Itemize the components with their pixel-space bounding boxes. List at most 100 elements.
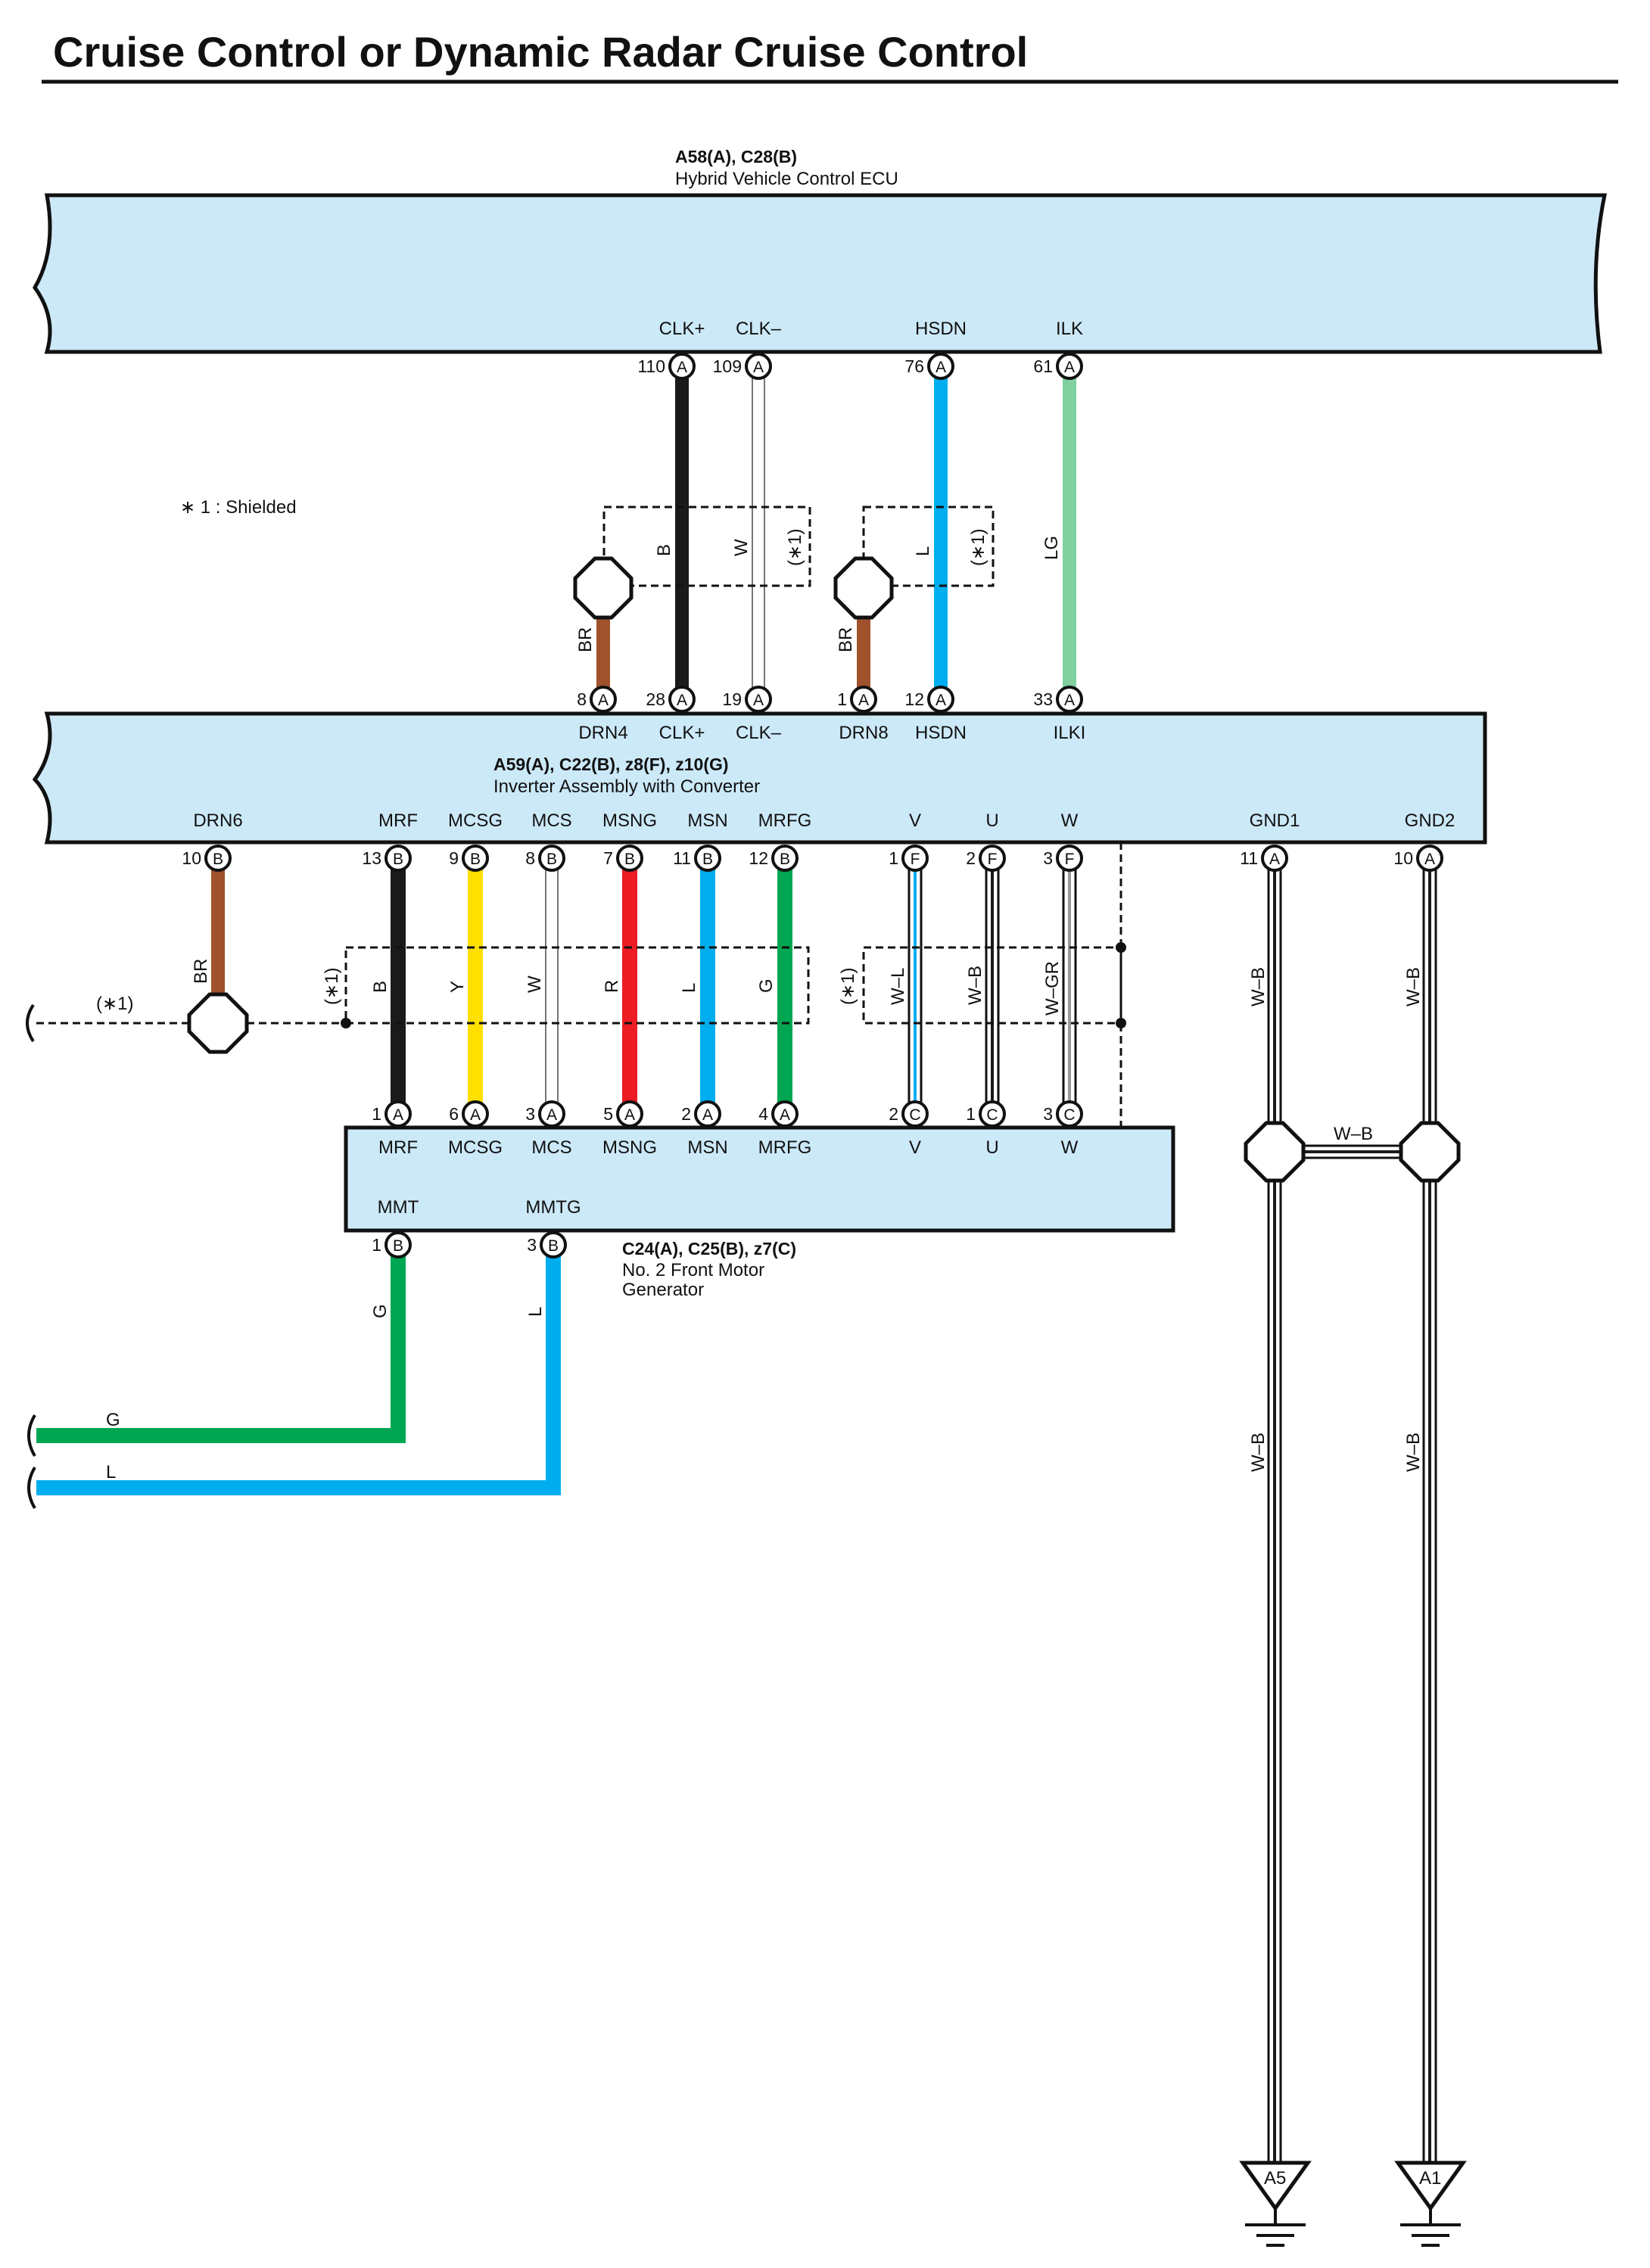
wire-u [985, 867, 1000, 1112]
pin-number: 61 [1033, 356, 1053, 376]
motor-code: C24(A), C25(B), z7(C) [622, 1239, 796, 1258]
wire-label-ilk: LG [1041, 536, 1062, 560]
pin-label: MRF [378, 810, 418, 831]
pin-connector-letter: A [1269, 851, 1280, 868]
wire-label-mmt: G [370, 1304, 391, 1318]
pin-circle [538, 845, 565, 872]
pin-label: V [909, 810, 921, 831]
pin-number: 9 [449, 848, 459, 868]
pin-circle [462, 845, 489, 872]
pin-circle [616, 845, 643, 872]
pin-circle [927, 353, 954, 380]
pin-number: 28 [646, 689, 665, 709]
pin-circle [901, 1100, 929, 1128]
wire-mcs [545, 868, 559, 1112]
pin-circle [384, 1231, 412, 1258]
wire-label-msn: L [679, 983, 699, 993]
pin-label: W [1061, 810, 1079, 831]
pin-label: MSN [687, 1137, 727, 1158]
pin-number: 2 [889, 1104, 898, 1124]
pin-circle [745, 353, 772, 380]
pin-connector-letter: B [548, 1237, 559, 1255]
pin-connector-letter: A [677, 692, 687, 709]
shield-node-phase-top [1116, 942, 1126, 953]
pin-label: MSNG [602, 1137, 657, 1158]
motor-top-pin-V: C2V [889, 1100, 929, 1158]
pin-connector-letter: A [753, 692, 764, 709]
shield-box-clk [602, 506, 811, 587]
pin-circle [771, 845, 799, 872]
inv-bot-pin-W: F3W [1043, 810, 1083, 872]
drain-junction-drn6 [187, 992, 249, 1054]
shield-note: ∗ 1 : Shielded [180, 497, 297, 518]
pin-label: V [909, 1137, 921, 1158]
wire-label-clk-plus: B [654, 544, 674, 556]
pin-connector-letter: A [1064, 359, 1075, 376]
pin-circle [1056, 686, 1083, 713]
pin-circle [771, 1100, 799, 1128]
wire-clk-minus [752, 374, 765, 698]
pin-label: MSN [687, 810, 727, 831]
pin-connector-letter: A [780, 1106, 790, 1124]
shield-box-hsdn [862, 506, 995, 587]
wire-label-drn8: BR [836, 627, 856, 652]
pin-number: 1 [372, 1235, 381, 1255]
pin-label: HSDN [915, 319, 967, 339]
pin-connector-letter: A [677, 359, 687, 376]
wire-label-gnd2: W–B [1403, 967, 1424, 1006]
wire-label-mrfg: G [756, 978, 777, 993]
ground-symbol-a1 [1394, 2161, 1467, 2247]
wire-label-u: W–B [965, 966, 985, 1005]
pin-number: 4 [758, 1104, 768, 1124]
junction-gnd2 [1399, 1121, 1461, 1183]
pin-connector-letter: A [1064, 692, 1075, 709]
shield-mark-ext: (∗1) [96, 994, 133, 1014]
ecu-code: A58(A), C28(B) [675, 147, 797, 166]
pin-number: 2 [966, 848, 976, 868]
wire-mmt [36, 1252, 406, 1443]
pin-label: GND2 [1405, 810, 1455, 831]
wire-v [908, 867, 923, 1112]
pin-label: W [1061, 1137, 1079, 1158]
pin-number: 19 [722, 689, 742, 709]
pin-circle [616, 1100, 643, 1128]
pin-number: 6 [449, 1104, 459, 1124]
shield-node-phase-bottom [1116, 1018, 1126, 1028]
pin-label: MCS [531, 1137, 571, 1158]
pin-circle [1056, 1100, 1083, 1128]
pin-number: 12 [749, 848, 768, 868]
wire-w [1062, 867, 1077, 1112]
shield-node-resolver [341, 1018, 351, 1028]
pin-number: 76 [904, 356, 924, 376]
pin-circle [538, 1100, 565, 1128]
wire-gnd2 [1422, 867, 1437, 2164]
pin-circle [668, 353, 696, 380]
pin-connector-letter: C [909, 1106, 920, 1124]
pin-label: MCSG [448, 810, 503, 831]
wire-label-drn4: BR [575, 627, 596, 652]
wire-drn6 [211, 869, 225, 999]
pin-connector-letter: A [702, 1106, 713, 1124]
pin-circle [540, 1231, 567, 1258]
pin-circle [1416, 845, 1443, 872]
pin-circle [204, 845, 232, 872]
pin-number: 5 [603, 1104, 613, 1124]
pin-connector-letter: B [624, 851, 635, 868]
wire-mmtg [36, 1252, 561, 1495]
pin-label: U [985, 810, 998, 831]
wire-label-hsdn: L [913, 546, 933, 556]
wire-msng [622, 869, 637, 1111]
pin-label: CLK+ [659, 319, 705, 339]
pin-circle [901, 845, 929, 872]
